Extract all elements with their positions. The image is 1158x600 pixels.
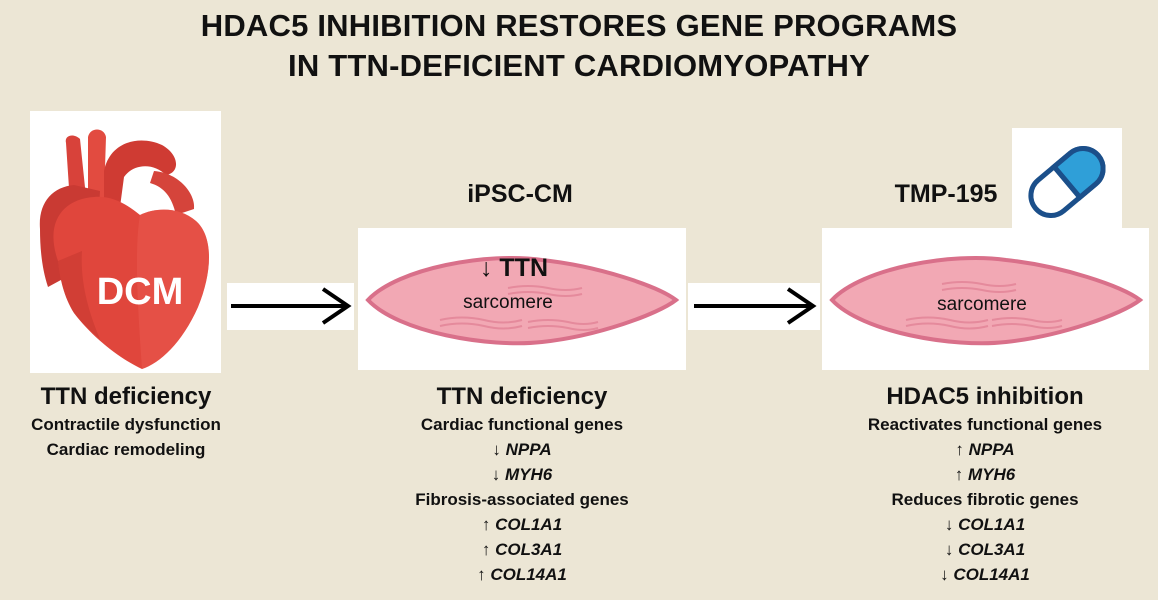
ttn-mark: ↓ TTN bbox=[479, 254, 549, 282]
pill-icon bbox=[1028, 146, 1106, 218]
cardiomyocyte-icon bbox=[365, 256, 680, 346]
heart-panel: DCM bbox=[30, 111, 221, 373]
down-arrow-icon: ↓ bbox=[940, 565, 949, 584]
gene-row: ↑ COL1A1 bbox=[362, 512, 682, 537]
gene-name: COL3A1 bbox=[958, 540, 1026, 559]
middle-heading: iPSC-CM bbox=[467, 180, 573, 208]
heart-icon bbox=[39, 129, 209, 369]
figure-title: HDAC5 INHIBITION RESTORES GENE PROGRAMS … bbox=[0, 6, 1158, 86]
left-line-1: Contractile dysfunction bbox=[31, 415, 221, 434]
gene-name: COL14A1 bbox=[490, 565, 567, 584]
up-arrow-icon: ↑ bbox=[481, 540, 491, 559]
title-line-2: IN TTN-DEFICIENT CARDIOMYOPATHY bbox=[288, 48, 870, 83]
gene-name: COL1A1 bbox=[958, 515, 1026, 534]
gene-row: ↓ COL14A1 bbox=[820, 562, 1150, 587]
down-arrow-icon: ↓ bbox=[492, 440, 501, 459]
arrow-1-panel bbox=[227, 283, 354, 330]
title-line-1: HDAC5 INHIBITION RESTORES GENE PROGRAMS bbox=[200, 8, 958, 43]
left-column-title: TTN deficiency bbox=[40, 383, 212, 410]
cardiomyocyte-icon bbox=[829, 256, 1144, 346]
right-group-1: Reactivates functional genes bbox=[867, 415, 1103, 434]
up-arrow-icon: ↑ bbox=[954, 465, 964, 484]
gene-name: MYH6 bbox=[968, 465, 1016, 484]
down-arrow-icon: ↓ bbox=[944, 515, 954, 534]
middle-group-1: Cardiac functional genes bbox=[420, 415, 624, 434]
arrow-2-panel bbox=[688, 283, 820, 330]
middle-group-2: Fibrosis-associated genes bbox=[415, 490, 629, 509]
gene-row: ↓ MYH6 bbox=[362, 462, 682, 487]
up-arrow-icon: ↑ bbox=[481, 515, 491, 534]
gene-row: ↑ COL3A1 bbox=[362, 537, 682, 562]
middle-cell-panel: ↓ TTN sarcomere bbox=[358, 228, 686, 370]
middle-cell-label: sarcomere bbox=[463, 292, 553, 313]
down-arrow-icon: ↓ bbox=[944, 540, 954, 559]
up-arrow-icon: ↑ bbox=[955, 440, 964, 459]
gene-name: COL1A1 bbox=[495, 515, 563, 534]
gene-row: ↓ COL1A1 bbox=[820, 512, 1150, 537]
heart-label: DCM bbox=[96, 271, 184, 313]
gene-row: ↑ MYH6 bbox=[820, 462, 1150, 487]
pill-panel bbox=[1012, 128, 1122, 236]
down-arrow-icon: ↓ bbox=[491, 465, 501, 484]
left-text-column: TTN deficiency Contractile dysfunction C… bbox=[0, 382, 252, 462]
middle-column-title: TTN deficiency bbox=[436, 383, 608, 410]
gene-row: ↑ COL14A1 bbox=[362, 562, 682, 587]
gene-row: ↑ NPPA bbox=[820, 437, 1150, 462]
right-arrow-icon bbox=[231, 287, 352, 325]
gene-name: COL3A1 bbox=[495, 540, 563, 559]
right-cell-panel: sarcomere bbox=[822, 228, 1149, 370]
up-arrow-icon: ↑ bbox=[477, 565, 486, 584]
gene-name: NPPA bbox=[968, 440, 1015, 459]
right-heading: TMP-195 bbox=[894, 180, 998, 208]
gene-row: ↓ NPPA bbox=[362, 437, 682, 462]
right-column-title: HDAC5 inhibition bbox=[886, 383, 1084, 410]
gene-name: MYH6 bbox=[505, 465, 553, 484]
gene-name: NPPA bbox=[505, 440, 552, 459]
right-arrow-icon bbox=[694, 287, 817, 325]
middle-text-column: TTN deficiency Cardiac functional genes … bbox=[362, 382, 682, 587]
right-text-column: HDAC5 inhibition Reactivates functional … bbox=[820, 382, 1150, 587]
gene-name: COL14A1 bbox=[953, 565, 1030, 584]
right-cell-label: sarcomere bbox=[937, 294, 1027, 315]
right-group-2: Reduces fibrotic genes bbox=[891, 490, 1079, 509]
gene-row: ↓ COL3A1 bbox=[820, 537, 1150, 562]
left-line-2: Cardiac remodeling bbox=[46, 440, 206, 459]
